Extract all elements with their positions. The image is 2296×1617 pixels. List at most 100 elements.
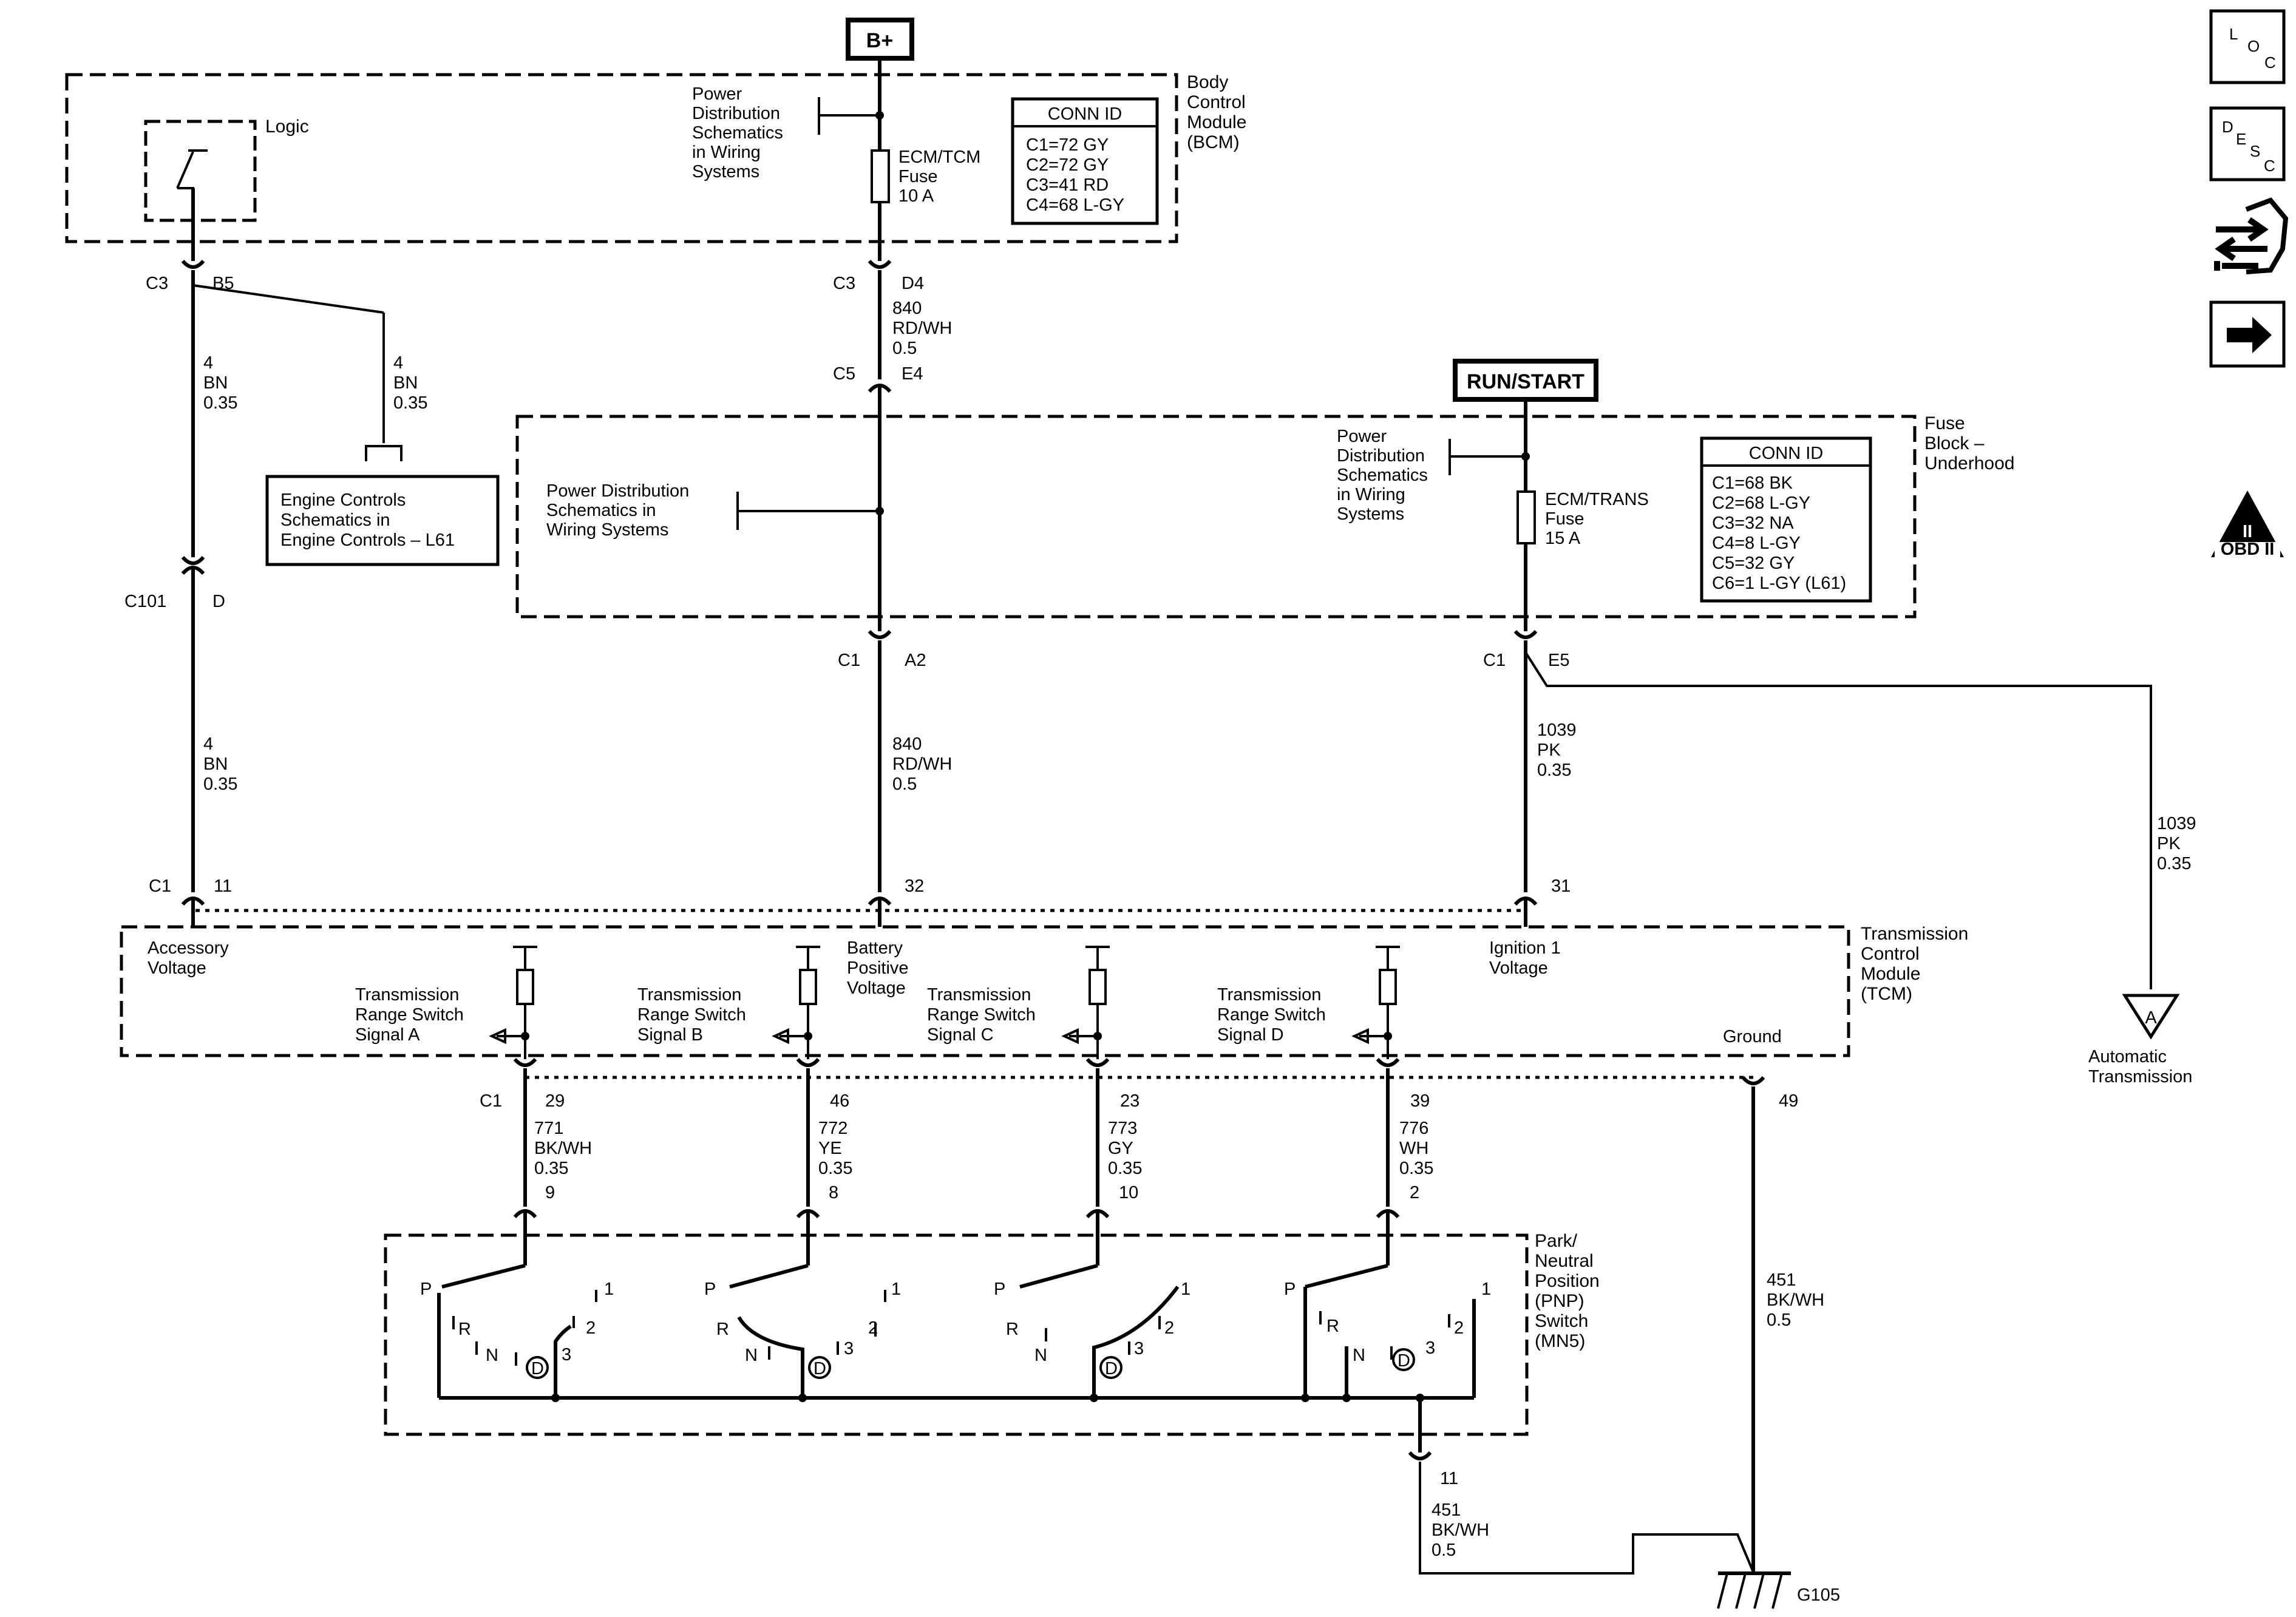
svg-text:0.35: 0.35 [2157, 854, 2191, 873]
svg-text:C1: C1 [838, 651, 860, 670]
svg-text:2: 2 [1164, 1318, 1174, 1338]
svg-text:451: 451 [1767, 1270, 1796, 1290]
svg-text:0.5: 0.5 [892, 339, 917, 358]
svg-text:R: R [716, 1320, 729, 1339]
svg-text:0.35: 0.35 [818, 1159, 852, 1178]
tcm-accessory-voltage: Accessory Voltage [148, 938, 229, 978]
svg-text:Voltage: Voltage [847, 978, 906, 998]
svg-text:BK/WH: BK/WH [534, 1139, 592, 1158]
logic-label: Logic [265, 117, 309, 137]
b-plus-tag [846, 18, 914, 61]
run-start-label: RUN/START [1467, 370, 1584, 393]
svg-text:3: 3 [844, 1339, 854, 1358]
svg-text:A2: A2 [905, 651, 926, 670]
svg-text:II: II [2243, 522, 2252, 541]
svg-text:Neutral: Neutral [1535, 1251, 1594, 1271]
svg-text:C3: C3 [146, 274, 168, 293]
svg-text:Distribution: Distribution [692, 104, 780, 123]
svg-text:C6=1 L-GY (L61): C6=1 L-GY (L61) [1712, 574, 1846, 593]
description-icon[interactable]: D E S C [2209, 106, 2286, 181]
svg-text:0.35: 0.35 [393, 393, 427, 413]
svg-text:C5=32 GY: C5=32 GY [1712, 554, 1795, 573]
b-plus-label: B+ [866, 29, 893, 52]
svg-text:0.35: 0.35 [203, 775, 237, 794]
svg-text:D4: D4 [902, 274, 924, 293]
svg-text:840: 840 [892, 734, 922, 754]
svg-text:771: 771 [534, 1119, 563, 1138]
next-page-arrow-icon[interactable] [2209, 300, 2286, 368]
fuse-block-power-distribution-note: Power Distribution Schematics in Wiring … [546, 481, 689, 540]
svg-text:PK: PK [2157, 834, 2181, 853]
svg-text:Schematics in: Schematics in [546, 501, 656, 520]
svg-text:10 A: 10 A [898, 186, 934, 206]
pnp-switch-name: Park/ Neutral Position (PNP) Switch (MN5… [1535, 1231, 1600, 1351]
ground-g105-label: G105 [1797, 1585, 1840, 1605]
bcm-power-distribution-note: Power Distribution Schematics in Wiring … [692, 84, 783, 181]
svg-text:L: L [2229, 25, 2238, 43]
svg-text:GY: GY [1108, 1139, 1133, 1158]
svg-text:YE: YE [818, 1139, 842, 1158]
svg-text:31: 31 [1551, 876, 1571, 896]
diagnostic-tool-icon[interactable] [2214, 197, 2289, 274]
svg-text:2: 2 [1410, 1183, 1419, 1202]
svg-text:Block –: Block – [1924, 433, 1985, 453]
svg-text:E4: E4 [902, 364, 923, 384]
wire-1039-circuit [1449, 399, 2180, 1040]
svg-text:3: 3 [1425, 1338, 1435, 1358]
svg-text:D: D [531, 1359, 544, 1378]
offpage-connector-a: A [2145, 1008, 2157, 1028]
svg-text:Range Switch: Range Switch [355, 1005, 464, 1025]
svg-text:0.35: 0.35 [1399, 1159, 1433, 1178]
svg-text:C3=32 NA: C3=32 NA [1712, 514, 1794, 533]
svg-text:1: 1 [891, 1280, 901, 1299]
svg-text:Schematics in: Schematics in [280, 510, 390, 530]
svg-text:Position: Position [1535, 1271, 1600, 1291]
pnp-switch-contacts [437, 1264, 1791, 1609]
svg-text:1: 1 [1481, 1280, 1491, 1299]
svg-text:C4=68 L-GY: C4=68 L-GY [1026, 195, 1124, 215]
svg-text:CONN ID: CONN ID [1048, 104, 1122, 124]
svg-text:1: 1 [1181, 1280, 1190, 1299]
svg-text:Park/: Park/ [1535, 1231, 1578, 1251]
location-icon[interactable]: L O C [2209, 9, 2286, 84]
svg-text:0.35: 0.35 [1108, 1159, 1142, 1178]
svg-text:1: 1 [604, 1280, 614, 1299]
svg-text:23: 23 [1120, 1091, 1140, 1111]
svg-text:1039: 1039 [1537, 720, 1577, 740]
svg-text:BK/WH: BK/WH [1767, 1290, 1824, 1310]
svg-text:Power: Power [1337, 427, 1387, 446]
svg-text:46: 46 [830, 1091, 849, 1111]
tcm-battery-positive-voltage: Battery Positive Voltage [847, 938, 909, 998]
svg-text:Transmission: Transmission [637, 985, 741, 1005]
svg-text:Fuse: Fuse [1924, 413, 1965, 433]
svg-text:Range Switch: Range Switch [1217, 1005, 1326, 1025]
svg-text:R: R [1006, 1320, 1019, 1339]
svg-text:P: P [1284, 1280, 1296, 1299]
svg-text:in Wiring: in Wiring [692, 143, 761, 162]
fuse-block-power-distribution-note-2: Power Distribution Schematics in Wiring … [1337, 427, 1428, 524]
svg-text:Signal A: Signal A [355, 1025, 420, 1045]
svg-text:Range Switch: Range Switch [637, 1005, 746, 1025]
tcm-ground-label: Ground [1723, 1027, 1782, 1046]
fuse-block-conn-id-table: CONN ID C1=68 BK C2=68 L-GY C3=32 NA C4=… [1700, 436, 1872, 603]
svg-text:RD/WH: RD/WH [892, 754, 952, 774]
tcm-signal-c: Transmission Range Switch Signal C [927, 985, 1036, 1045]
signal-circuits [489, 946, 1765, 1572]
svg-text:840: 840 [892, 299, 922, 318]
svg-text:Positive: Positive [847, 958, 909, 978]
svg-text:15 A: 15 A [1545, 529, 1581, 548]
svg-text:29: 29 [545, 1091, 565, 1111]
svg-text:Range Switch: Range Switch [927, 1005, 1036, 1025]
svg-text:Transmission: Transmission [2088, 1067, 2192, 1086]
svg-text:CONN ID: CONN ID [1749, 444, 1823, 463]
svg-text:N: N [745, 1346, 758, 1365]
svg-text:49: 49 [1779, 1091, 1798, 1111]
svg-text:C1: C1 [149, 876, 171, 896]
svg-text:C: C [2264, 157, 2275, 175]
svg-text:Control: Control [1187, 92, 1246, 112]
svg-text:Automatic: Automatic [2088, 1047, 2167, 1066]
svg-text:(BCM): (BCM) [1187, 132, 1240, 152]
svg-text:1039: 1039 [2157, 814, 2196, 833]
svg-text:Module: Module [1861, 964, 1920, 984]
svg-text:11: 11 [214, 876, 232, 896]
